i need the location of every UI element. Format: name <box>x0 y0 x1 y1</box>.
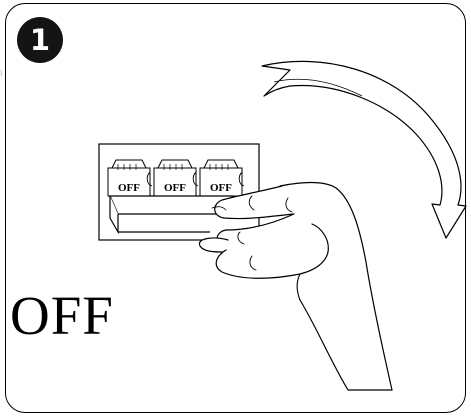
side-mark: ⁝ <box>0 69 3 78</box>
trip-bar <box>109 195 233 235</box>
step-number-badge: 1 <box>17 17 63 63</box>
switch-label-1: OFF <box>118 182 140 194</box>
step-number: 1 <box>29 22 51 57</box>
switch-label-2: OFF <box>164 182 186 194</box>
main-off-label: OFF <box>10 285 114 346</box>
curved-arrow-icon <box>261 60 467 239</box>
breaker-switches <box>107 159 245 197</box>
breaker-panel <box>98 143 260 241</box>
hand-icon <box>198 181 393 391</box>
switch-label-3: OFF <box>210 182 232 194</box>
